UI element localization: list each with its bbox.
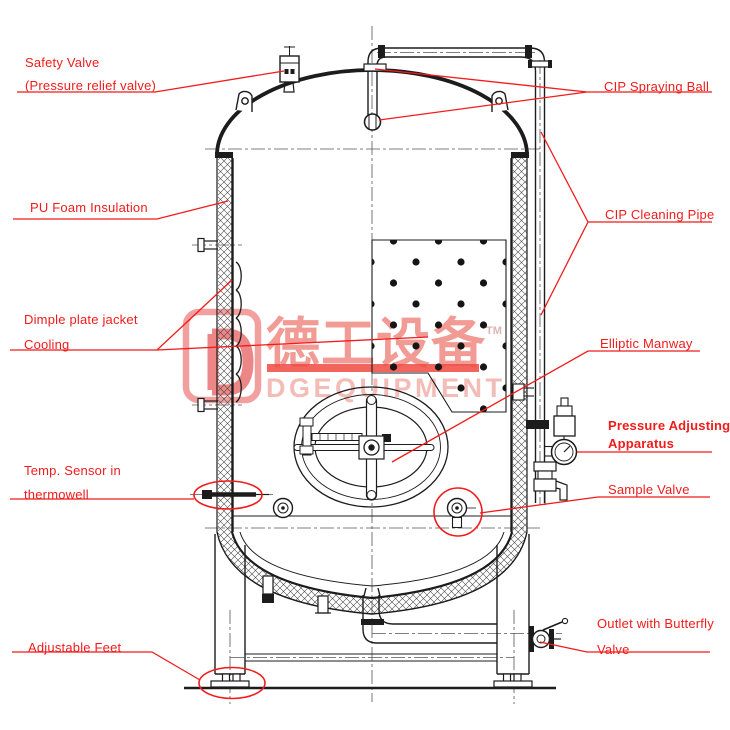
highlight-ellipses [193,480,483,700]
bottom-port-left [272,497,294,519]
label-cip-spraying-ball: CIP Spraying Ball [604,79,710,94]
temp-sensor-probe [202,490,269,499]
label-pressure-adjusting: Pressure Adjusting Apparatus [608,418,730,451]
label-cip-cleaning-pipe: CIP Cleaning Pipe [605,207,715,222]
label-dimple-jacket: Dimple plate jacket Cooling [24,312,138,352]
sample-valve-fitting [446,497,476,529]
cip-pipe [363,45,552,503]
leader-lines [10,68,712,681]
manway [293,386,449,508]
lifting-lug-right [491,90,509,112]
side-nozzles [197,237,534,413]
shell-insulation [215,152,529,615]
spray-ball-icon [363,113,382,131]
legs [214,534,530,675]
cip-hose-valve [533,461,568,505]
temp-sensor-highlight [193,480,263,510]
bottom-drain-stems [262,575,331,614]
adjustable-feet-highlight [198,666,266,700]
label-safety-valve: Safety Valve (Pressure relief valve) [25,55,157,93]
lifting-lug-left [235,90,253,112]
label-pu-foam-insulation: PU Foam Insulation [30,200,148,215]
pressure-adjusting-apparatus [526,397,578,466]
adjustable-foot-left [210,673,250,688]
label-outlet-butterfly: Outlet with Butterfly Valve [597,616,714,657]
bottom-outlet-pipe [361,587,497,644]
dimple-wall-sections [235,261,242,403]
label-sample-valve: Sample Valve [608,482,690,497]
label-temp-sensor: Temp. Sensor in thermowell [24,463,121,502]
label-elliptic-manway: Elliptic Manway [600,336,693,351]
label-adjustable-feet: Adjustable Feet [28,640,122,655]
dimple-plate-jacket [371,239,507,413]
adjustable-foot-right [493,673,533,688]
sample-valve-highlight [433,487,483,537]
safety-valve [279,46,300,93]
